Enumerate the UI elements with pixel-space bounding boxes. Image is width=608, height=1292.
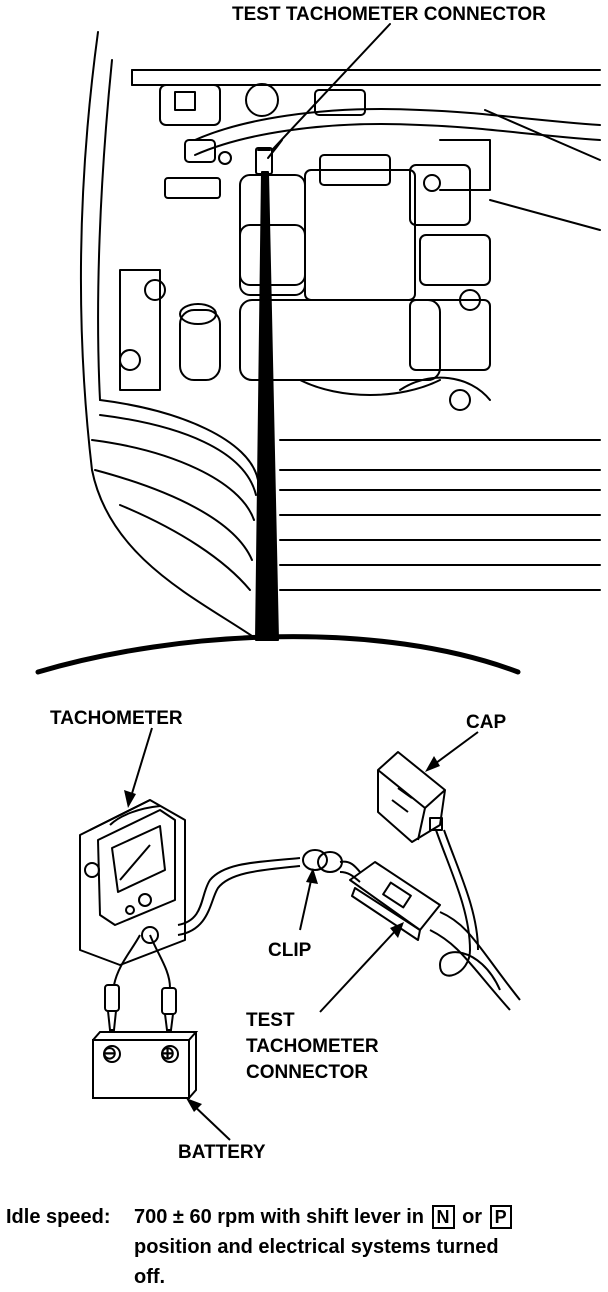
top-connector-label: TEST TACHOMETER CONNECTOR [232,4,546,25]
connector-arrowhead [390,922,404,938]
tachometer-label: TACHOMETER [50,708,183,729]
top-label-leader [271,23,391,151]
gear-p-box: P [489,1205,512,1229]
cap [377,751,501,991]
detail-callout-wedge [255,171,279,641]
engine-test-connector [255,147,273,175]
spec-line3: off. [134,1266,166,1288]
tach-wire [177,857,301,936]
spec-or: or [462,1206,483,1228]
battery-positive-symbol: ⊕ [160,1043,176,1063]
idle-speed-spec: Idle speed: 700 ± 60 rpm with shift leve… [6,1202,606,1292]
cap-leader [431,731,479,767]
clip [302,849,361,883]
cap-arrowhead [425,756,440,772]
test-connector-label-line2: TACHOMETER [246,1036,379,1057]
tachometer-device [79,799,186,966]
spec-line1: 700 ± 60 rpm with shift lever in N or P [134,1202,606,1232]
detail-separator-arc [35,634,521,675]
cap-label: CAP [466,712,507,733]
gear-n-box: N [431,1205,455,1229]
top-label-arrowhead [267,139,283,159]
spec-line2: position and electrical systems turned [134,1236,499,1258]
battery-leads [104,934,177,1031]
test-connector-label-line1: TEST [246,1010,295,1031]
battery-arrowhead [186,1098,202,1112]
tachometer-arrowhead [124,790,136,808]
test-connector-label-line3: CONNECTOR [246,1062,369,1083]
battery [92,1031,199,1099]
detail-test-connector [349,861,521,1011]
battery-label: BATTERY [178,1142,266,1163]
connector-leader [319,927,399,1013]
tachometer-leader [129,727,153,801]
clip-leader [299,875,313,931]
clip-label: CLIP [268,940,312,961]
engine-compartment-illustration [79,31,601,641]
clip-arrowhead [306,868,318,884]
battery-negative-symbol: ⊖ [102,1043,118,1063]
spec-line1-text: 700 ± 60 rpm with shift lever in [134,1206,424,1228]
spec-lead: Idle speed: [6,1206,111,1228]
